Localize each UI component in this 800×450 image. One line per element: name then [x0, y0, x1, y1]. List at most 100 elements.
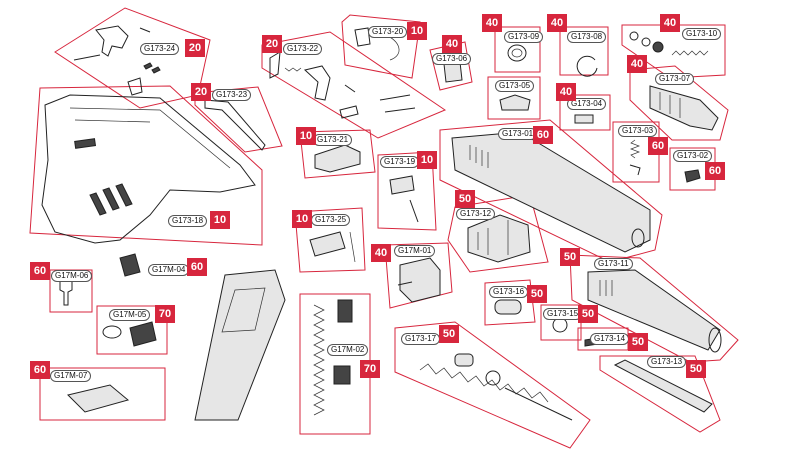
magazine-baseplate-part [67, 384, 130, 413]
part-code-G173-14: G173-14 [590, 333, 630, 345]
part-code-G173-23: G173-23 [212, 89, 252, 101]
spring-guide-part [333, 365, 351, 385]
frame-G17M-07 [39, 367, 166, 421]
magazine-valve-cap-part [129, 321, 157, 347]
nozzle-spring-part [671, 50, 709, 56]
part-code-G173-16: G173-16 [489, 286, 529, 298]
quantity-badge-G173-06: 40 [442, 35, 462, 53]
connector-part [127, 77, 143, 96]
quantity-badge-G173-03: 60 [648, 137, 668, 155]
part-code-G173-24: G173-24 [140, 43, 180, 55]
quantity-badge-G173-21: 10 [296, 127, 316, 145]
part-code-G173-21: G173-21 [313, 134, 353, 146]
frame-grip-texture [89, 183, 133, 216]
o-ring-inner [511, 48, 523, 58]
frame-G173-11 [569, 254, 739, 363]
frame-G173-19 [377, 151, 437, 231]
frame-G173-24 [54, 7, 211, 109]
inner-barrel-part [613, 359, 713, 413]
quantity-badge-G173-23: 20 [191, 83, 211, 101]
pistol-frame-part [41, 94, 256, 244]
part-code-G17M-04: G17M-04 [148, 264, 190, 276]
frame-G173-16 [484, 279, 536, 326]
magazine-body-part [194, 269, 286, 421]
quantity-badge-G173-25: 10 [292, 210, 312, 228]
frame-G17M-05 [96, 305, 168, 355]
part-code-G173-25: G173-25 [311, 214, 351, 226]
magazine-valve-part [119, 253, 141, 277]
part-code-G173-07: G173-07 [655, 73, 695, 85]
quantity-badge-G17M-01: 40 [371, 244, 391, 262]
magazine-seal-part [102, 325, 122, 339]
c-clip-part [576, 55, 598, 77]
quantity-badge-G173-12: 50 [455, 190, 475, 208]
guide-rod-part [504, 387, 573, 421]
quantity-badge-G173-09: 40 [482, 14, 502, 32]
magazine-body-detail [221, 287, 266, 333]
part-code-G173-01: G173-01 [498, 128, 538, 140]
firing-pin-spring-part [630, 139, 640, 159]
magazine-valve-body-part [399, 257, 441, 303]
extractor-pin-part [409, 199, 419, 223]
frame-G173-25 [294, 207, 366, 273]
quantity-badge-G173-17: 50 [439, 325, 459, 343]
barrel-lock-part [552, 317, 568, 333]
part-code-G17M-06: G17M-06 [51, 270, 93, 282]
firing-pin-part [629, 164, 641, 176]
frame-G173-22 [261, 31, 447, 139]
quantity-badge-G173-10: 40 [660, 14, 680, 32]
rear-sight-part [499, 94, 531, 111]
part-code-G173-15: G173-15 [543, 308, 583, 320]
part-code-G173-22: G173-22 [283, 43, 323, 55]
part-code-G173-02: G173-02 [673, 150, 713, 162]
trigger-bar-part [269, 51, 281, 79]
quantity-badge-G173-02: 60 [705, 162, 725, 180]
quantity-badge-G173-11: 50 [560, 248, 580, 266]
spring-guide-end-part [485, 370, 501, 386]
part-code-G173-09: G173-09 [504, 31, 544, 43]
fill-valve-part [59, 279, 73, 306]
barrel-muzzle-part [708, 327, 722, 353]
part-code-G173-05: G173-05 [495, 80, 535, 92]
slide-cover-plate-part [443, 61, 463, 83]
frame-G17M-01 [384, 242, 453, 309]
part-code-G17M-02: G17M-02 [327, 344, 369, 356]
small-spring-part [143, 62, 161, 74]
quantity-badge-G173-07: 40 [627, 55, 647, 73]
trigger-mechanism-part [314, 144, 361, 173]
part-code-G173-17: G173-17 [401, 333, 441, 345]
frame-G173-17 [394, 321, 591, 449]
quantity-badge-G173-22: 20 [262, 35, 282, 53]
quantity-badge-G173-01: 60 [533, 126, 553, 144]
screw-part [684, 169, 701, 183]
magazine-catch-part [309, 231, 346, 257]
slide-serrations [469, 145, 489, 168]
frame-G173-04 [559, 94, 611, 131]
frame-G173-09 [494, 26, 541, 73]
spring-cap-part [454, 353, 474, 367]
frame-rail-detail [69, 107, 231, 169]
quantity-badge-G17M-06: 60 [30, 262, 50, 280]
frame-G173-18 [29, 85, 263, 246]
frame-G173-08 [559, 26, 609, 76]
quantity-badge-G17M-02: 70 [360, 360, 380, 378]
slide-stop-lever-part [204, 99, 266, 151]
part-code-G173-20: G173-20 [368, 26, 408, 38]
part-code-G17M-07: G17M-07 [50, 370, 92, 382]
quantity-badge-G173-20: 10 [407, 22, 427, 40]
frame-G173-07 [629, 65, 729, 141]
quantity-badge-G17M-04: 60 [187, 258, 207, 276]
wire-spring-part [384, 34, 400, 61]
part-code-G173-04: G173-04 [567, 98, 607, 110]
hop-up-detail [477, 220, 509, 255]
frame-G173-01 [439, 119, 663, 263]
part-code-G173-03: G173-03 [618, 125, 658, 137]
quantity-badge-G17M-05: 70 [155, 305, 175, 323]
quantity-badge-G173-14: 50 [628, 333, 648, 351]
slide-muzzle-part [631, 228, 645, 248]
part-code-G173-10: G173-10 [682, 28, 722, 40]
quantity-badge-G173-13: 50 [686, 360, 706, 378]
part-code-G173-11: G173-11 [594, 258, 633, 270]
slide-lock-spring-part [389, 175, 415, 195]
